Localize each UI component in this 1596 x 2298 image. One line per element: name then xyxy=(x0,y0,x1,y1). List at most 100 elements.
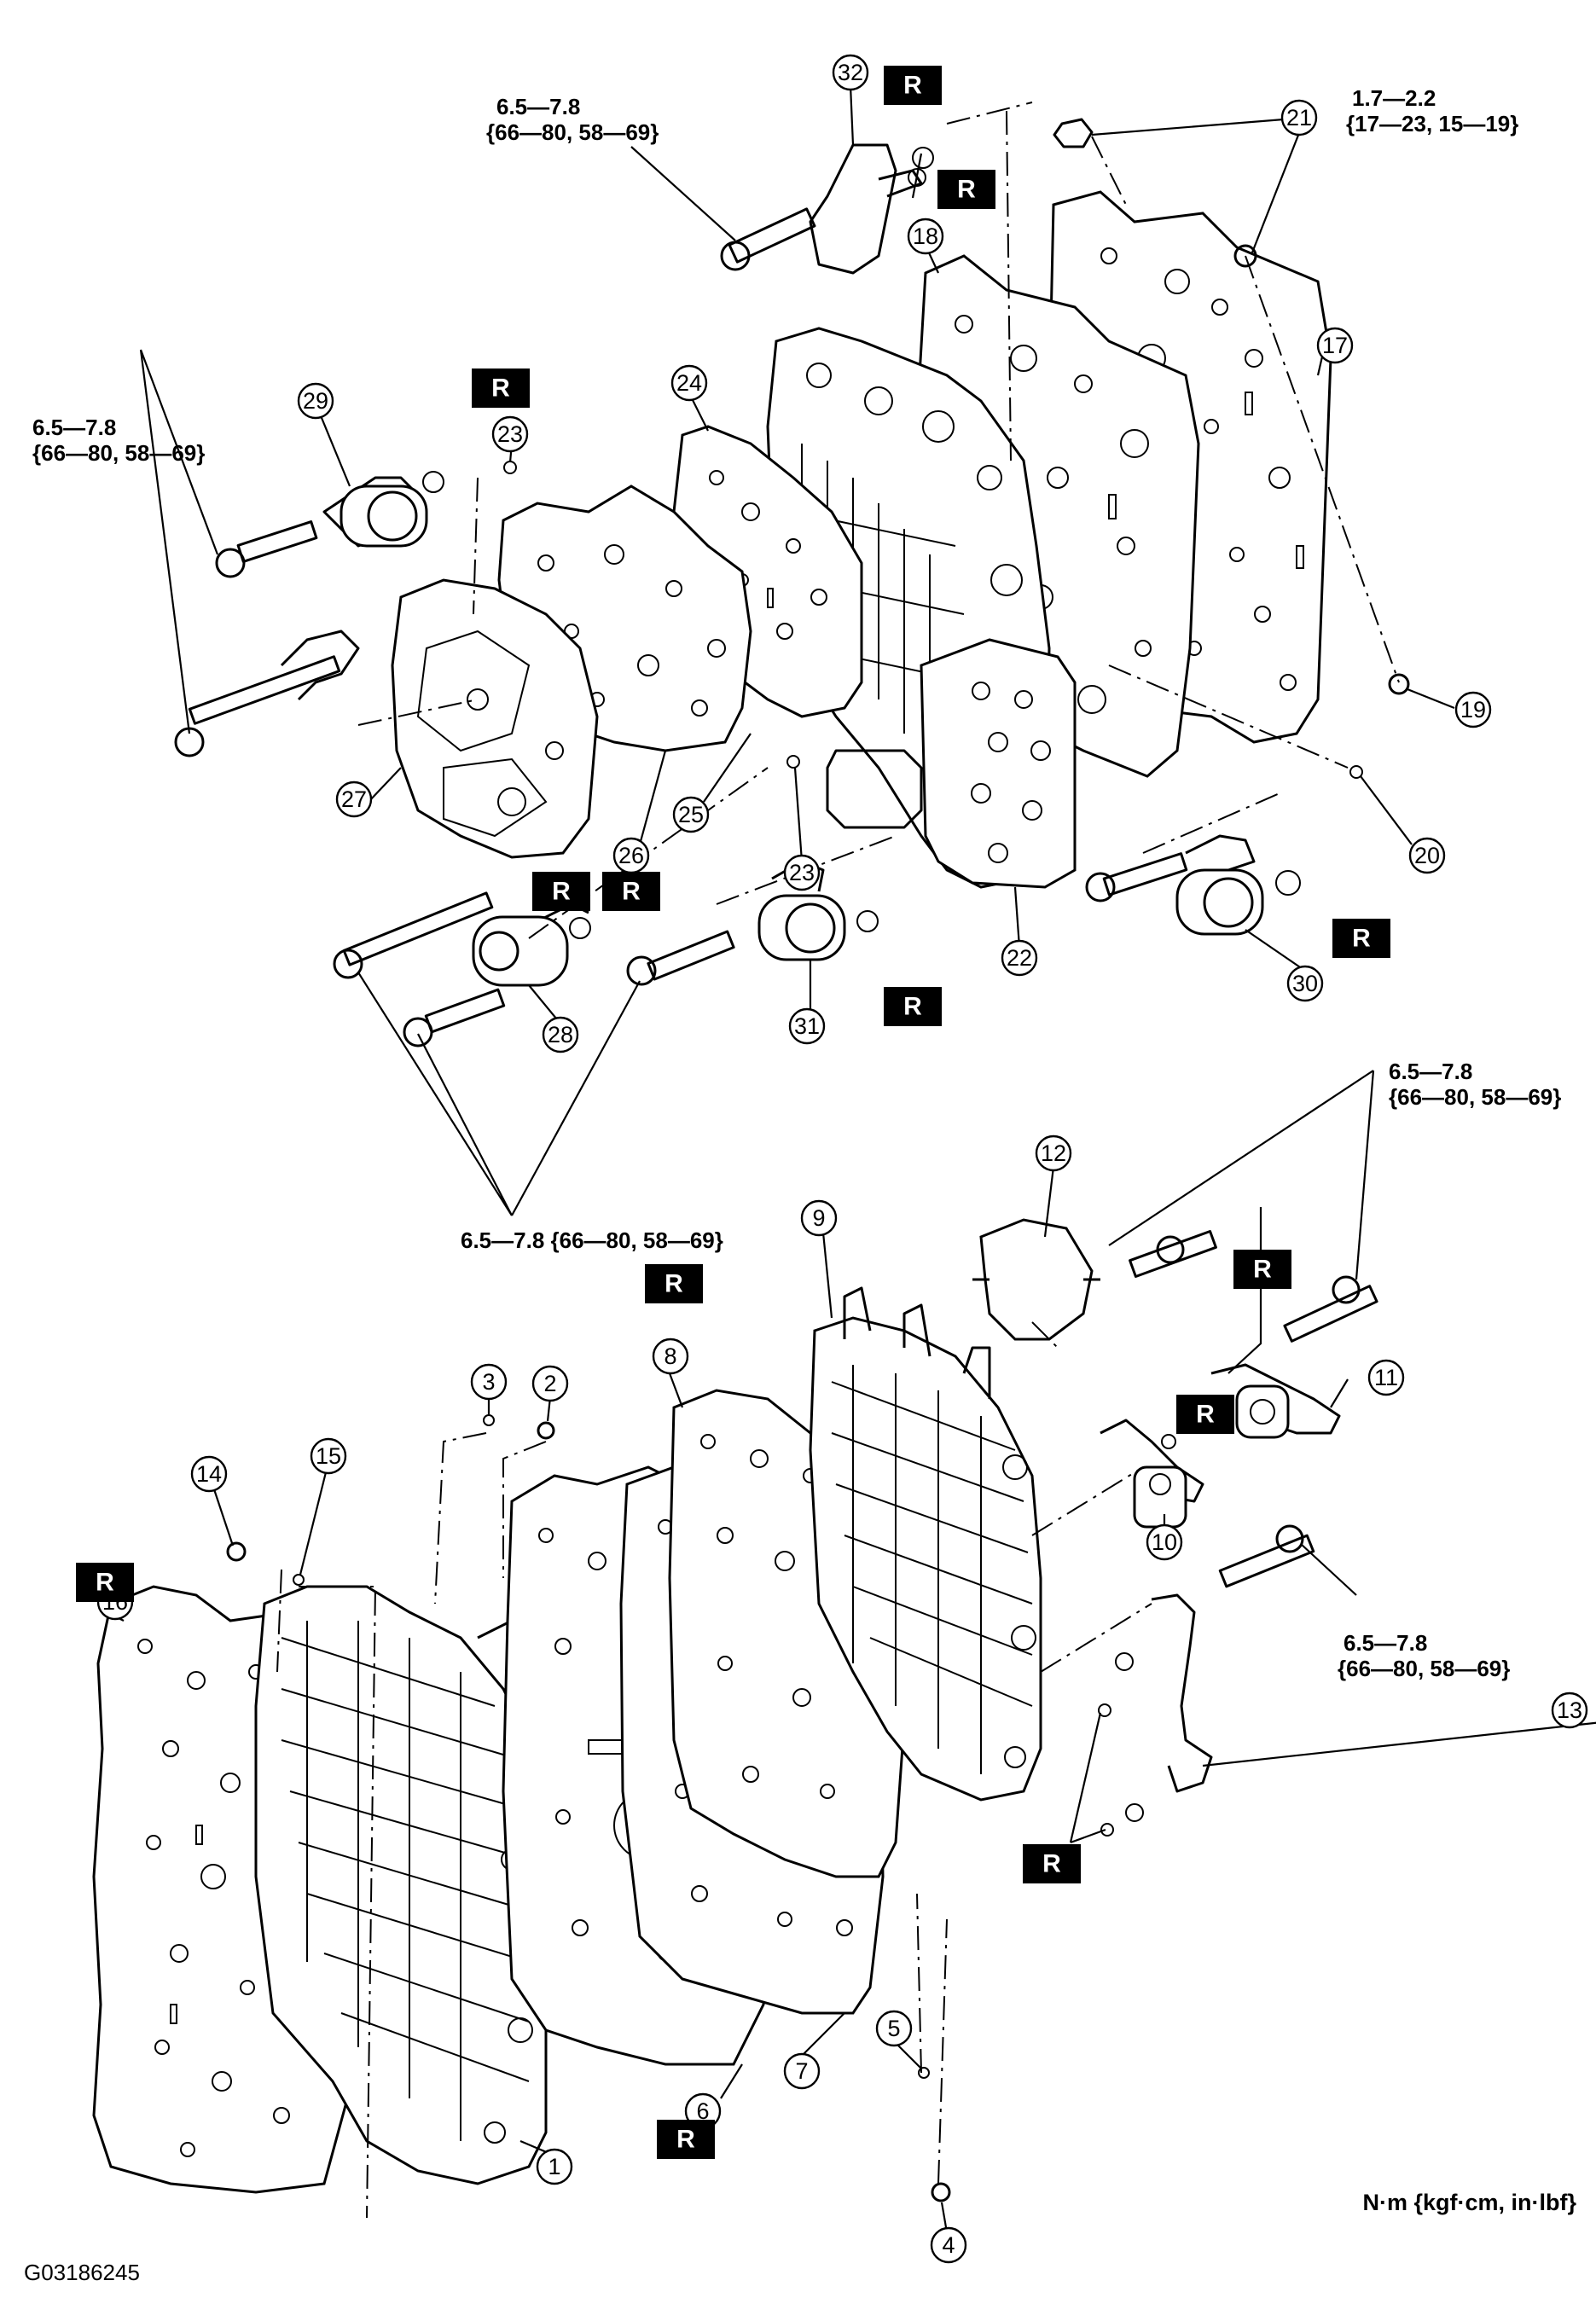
torque-bolt32-line1: 6.5—7.8 xyxy=(496,94,580,119)
replace-mark-box xyxy=(884,987,942,1026)
callout-circle xyxy=(670,364,708,402)
replace-mark-box xyxy=(472,368,530,408)
ball-13c xyxy=(1100,1823,1114,1837)
torque-right-line2: {66—80, 58—69} xyxy=(1389,1084,1561,1110)
bracket-upper-left xyxy=(280,630,360,701)
valve-body-9 xyxy=(809,1286,1042,1802)
filter-2 xyxy=(537,1421,555,1440)
callout-number: 10 xyxy=(1152,1529,1177,1555)
valve-body-27 xyxy=(391,578,599,859)
ball-23-lower xyxy=(786,755,800,769)
callout-circle xyxy=(190,1455,228,1493)
callout-circle xyxy=(1035,1134,1072,1172)
o-ring-29 xyxy=(422,471,444,493)
callout-22: 22 xyxy=(1001,939,1038,977)
callout-9: 9 xyxy=(800,1199,838,1237)
o-ring-30 xyxy=(1275,870,1301,896)
callout-circle xyxy=(335,781,373,818)
callout-circle xyxy=(1280,99,1318,136)
figure-id: G03186245 xyxy=(24,2260,140,2285)
callout-30: 30 xyxy=(1286,965,1324,1002)
filter-19 xyxy=(1388,673,1410,695)
replace-mark-box xyxy=(76,1563,134,1602)
filter-4 xyxy=(931,2182,951,2202)
replace-mark: R xyxy=(1176,1395,1234,1434)
ball-5 xyxy=(918,2067,930,2079)
callout-circle xyxy=(832,54,869,91)
callout-19: 19 xyxy=(1454,691,1492,728)
replace-mark-box xyxy=(884,66,942,105)
callout-circle xyxy=(310,1437,347,1475)
callout-number: 14 xyxy=(196,1461,222,1487)
bolt-29 xyxy=(215,520,318,578)
callout-11: 11 xyxy=(1367,1359,1405,1396)
bolt-32 xyxy=(720,207,816,271)
replace-mark: R xyxy=(602,872,660,911)
callout-number: 3 xyxy=(482,1369,495,1395)
replace-mark-label: R xyxy=(665,1270,683,1298)
nut-21 xyxy=(1053,118,1094,148)
replace-mark-box xyxy=(657,2120,715,2159)
callout-10: 10 xyxy=(1146,1523,1183,1561)
callout-number: 31 xyxy=(794,1013,820,1039)
callout-number: 30 xyxy=(1292,971,1318,996)
units-note: N·m {kgf·cm, in·lbf} xyxy=(1362,2190,1576,2215)
solenoid-30 xyxy=(1175,834,1264,936)
callout-number: 32 xyxy=(838,60,863,85)
callout-circle xyxy=(672,796,710,833)
callout-24: 24 xyxy=(670,364,708,402)
callout-circle xyxy=(1001,939,1038,977)
callout-18: 18 xyxy=(907,218,944,255)
replace-mark-label: R xyxy=(96,1569,114,1597)
callout-number: 9 xyxy=(812,1205,825,1231)
callout-29: 29 xyxy=(297,382,334,420)
callout-number: 13 xyxy=(1557,1697,1582,1723)
ball-13b xyxy=(1115,1652,1134,1671)
callout-number: 2 xyxy=(543,1371,556,1396)
replace-mark-label: R xyxy=(622,878,641,906)
callout-number: 28 xyxy=(548,1022,573,1047)
callout-17: 17 xyxy=(1316,327,1354,364)
callout-15: 15 xyxy=(310,1437,347,1475)
callout-20: 20 xyxy=(1408,837,1446,874)
replace-mark-box xyxy=(1023,1844,1081,1883)
callout-28: 28 xyxy=(542,1016,579,1053)
torque-lower-line1: 6.5—7.8 xyxy=(1344,1630,1427,1656)
replace-mark-label: R xyxy=(1196,1401,1215,1429)
callout-number: 12 xyxy=(1041,1140,1066,1166)
replace-mark-label: R xyxy=(957,176,976,204)
torque-left-line1: 6.5—7.8 xyxy=(32,415,116,440)
o-ring-10 xyxy=(1161,1434,1176,1449)
replace-mark: R xyxy=(472,368,530,408)
ball-13d xyxy=(1125,1803,1144,1822)
callout-31: 31 xyxy=(788,1007,826,1045)
bolt-long-28 xyxy=(333,891,494,979)
replace-mark: R xyxy=(884,66,942,105)
callout-number: 18 xyxy=(913,223,938,249)
sensor-11 xyxy=(1210,1363,1341,1439)
replace-mark-box xyxy=(1176,1395,1234,1434)
torque-right-line1: 6.5—7.8 xyxy=(1389,1059,1472,1084)
callout-circle xyxy=(783,2052,821,2090)
bolt-31 xyxy=(626,930,735,986)
torque-nut21-line1: 1.7—2.2 xyxy=(1352,85,1436,111)
solenoid-block-22 xyxy=(826,638,1077,889)
ball-3 xyxy=(483,1414,495,1426)
replace-mark-box xyxy=(1332,919,1390,958)
torque-nut21-line2: {17—23, 15—19} xyxy=(1346,111,1518,136)
callout-13: 13 xyxy=(1551,1692,1588,1729)
callout-number: 8 xyxy=(664,1343,676,1369)
callout-number: 29 xyxy=(303,388,328,414)
replace-mark: R xyxy=(1332,919,1390,958)
o-ring-31 xyxy=(856,910,879,932)
cover-12 xyxy=(972,1218,1100,1341)
callout-23: 23 xyxy=(491,415,529,453)
callout-circle xyxy=(652,1338,689,1375)
callout-7: 7 xyxy=(783,2052,821,2090)
ball-13a xyxy=(1098,1703,1111,1717)
callout-circle xyxy=(930,2226,967,2264)
callout-circle xyxy=(542,1016,579,1053)
ball-20 xyxy=(1349,765,1363,779)
